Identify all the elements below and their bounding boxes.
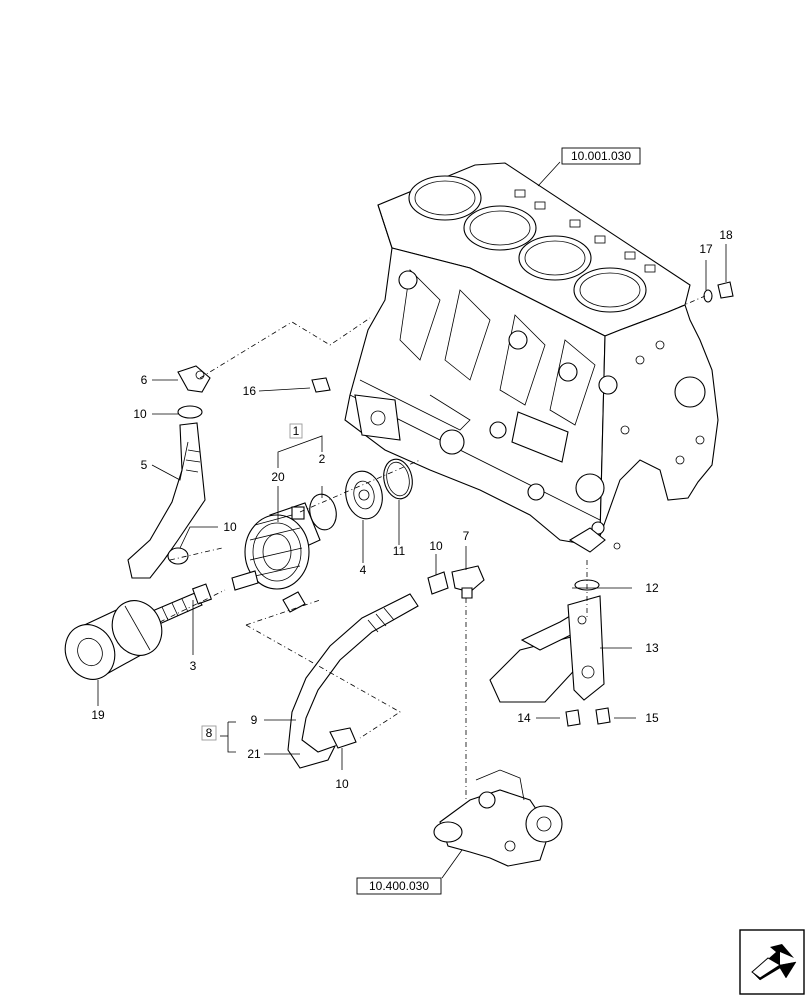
oil-filter-drawing <box>64 600 163 680</box>
callout-10-middle: 10 <box>223 520 237 534</box>
callout-14: 14 <box>517 711 531 725</box>
cooler-group-box <box>289 423 303 439</box>
hose-clamp-pump <box>427 571 449 595</box>
sealing-washer <box>703 289 713 303</box>
oil-strainer-drawing <box>489 595 605 703</box>
callout-6: 6 <box>141 373 148 387</box>
hose-clamp-top <box>177 405 203 419</box>
hose-clamp-bottom <box>329 727 357 749</box>
callout-4: 4 <box>360 563 367 577</box>
callout-10-top: 10 <box>133 407 147 421</box>
hose-group-box <box>201 725 217 741</box>
callout-3: 3 <box>190 659 197 673</box>
next-page-arrow-icon[interactable] <box>739 929 805 995</box>
callout-12: 12 <box>645 581 659 595</box>
leader-lines <box>97 161 727 879</box>
plug-drawing <box>717 281 734 299</box>
callout-21: 21 <box>247 747 261 761</box>
callout-10-pump: 10 <box>429 539 443 553</box>
callout-5: 5 <box>141 458 148 472</box>
elbow-fitting-drawing <box>177 365 211 393</box>
oil-hose-lower <box>287 593 419 769</box>
callout-19: 19 <box>91 708 105 722</box>
cooler-group-label: 1 <box>293 424 300 438</box>
callout-7: 7 <box>463 529 470 543</box>
callout-2: 2 <box>319 452 326 466</box>
bolt-15-drawing <box>595 707 611 725</box>
oil-hose-upper <box>127 422 206 579</box>
water-pump-drawing <box>433 769 563 867</box>
block-ref-label: 10.001.030 <box>571 149 631 163</box>
hose-group-label: 8 <box>206 726 213 740</box>
callout-16: 16 <box>243 384 257 398</box>
callout-15: 15 <box>645 711 659 725</box>
callout-11: 11 <box>393 544 406 558</box>
bolt-14-drawing <box>565 709 581 727</box>
pump-ref-label: 10.400.030 <box>369 879 429 893</box>
callout-13: 13 <box>645 641 659 655</box>
engine-block-drawing <box>344 162 719 553</box>
callout-17: 17 <box>699 242 713 256</box>
callout-9: 9 <box>251 713 258 727</box>
callout-20: 20 <box>271 470 285 484</box>
pressure-switch-drawing <box>311 377 331 393</box>
o-ring-gasket <box>383 458 413 500</box>
block-ref-box <box>561 147 641 165</box>
oil-cooler-drawing <box>244 502 321 590</box>
hose-clamp-lower <box>167 547 189 565</box>
callout-10-bottom: 10 <box>335 777 349 791</box>
cooler-cover-drawing <box>345 470 383 520</box>
pump-ref-box <box>356 877 442 895</box>
pump-elbow-drawing <box>451 565 485 599</box>
callout-18: 18 <box>719 228 733 242</box>
